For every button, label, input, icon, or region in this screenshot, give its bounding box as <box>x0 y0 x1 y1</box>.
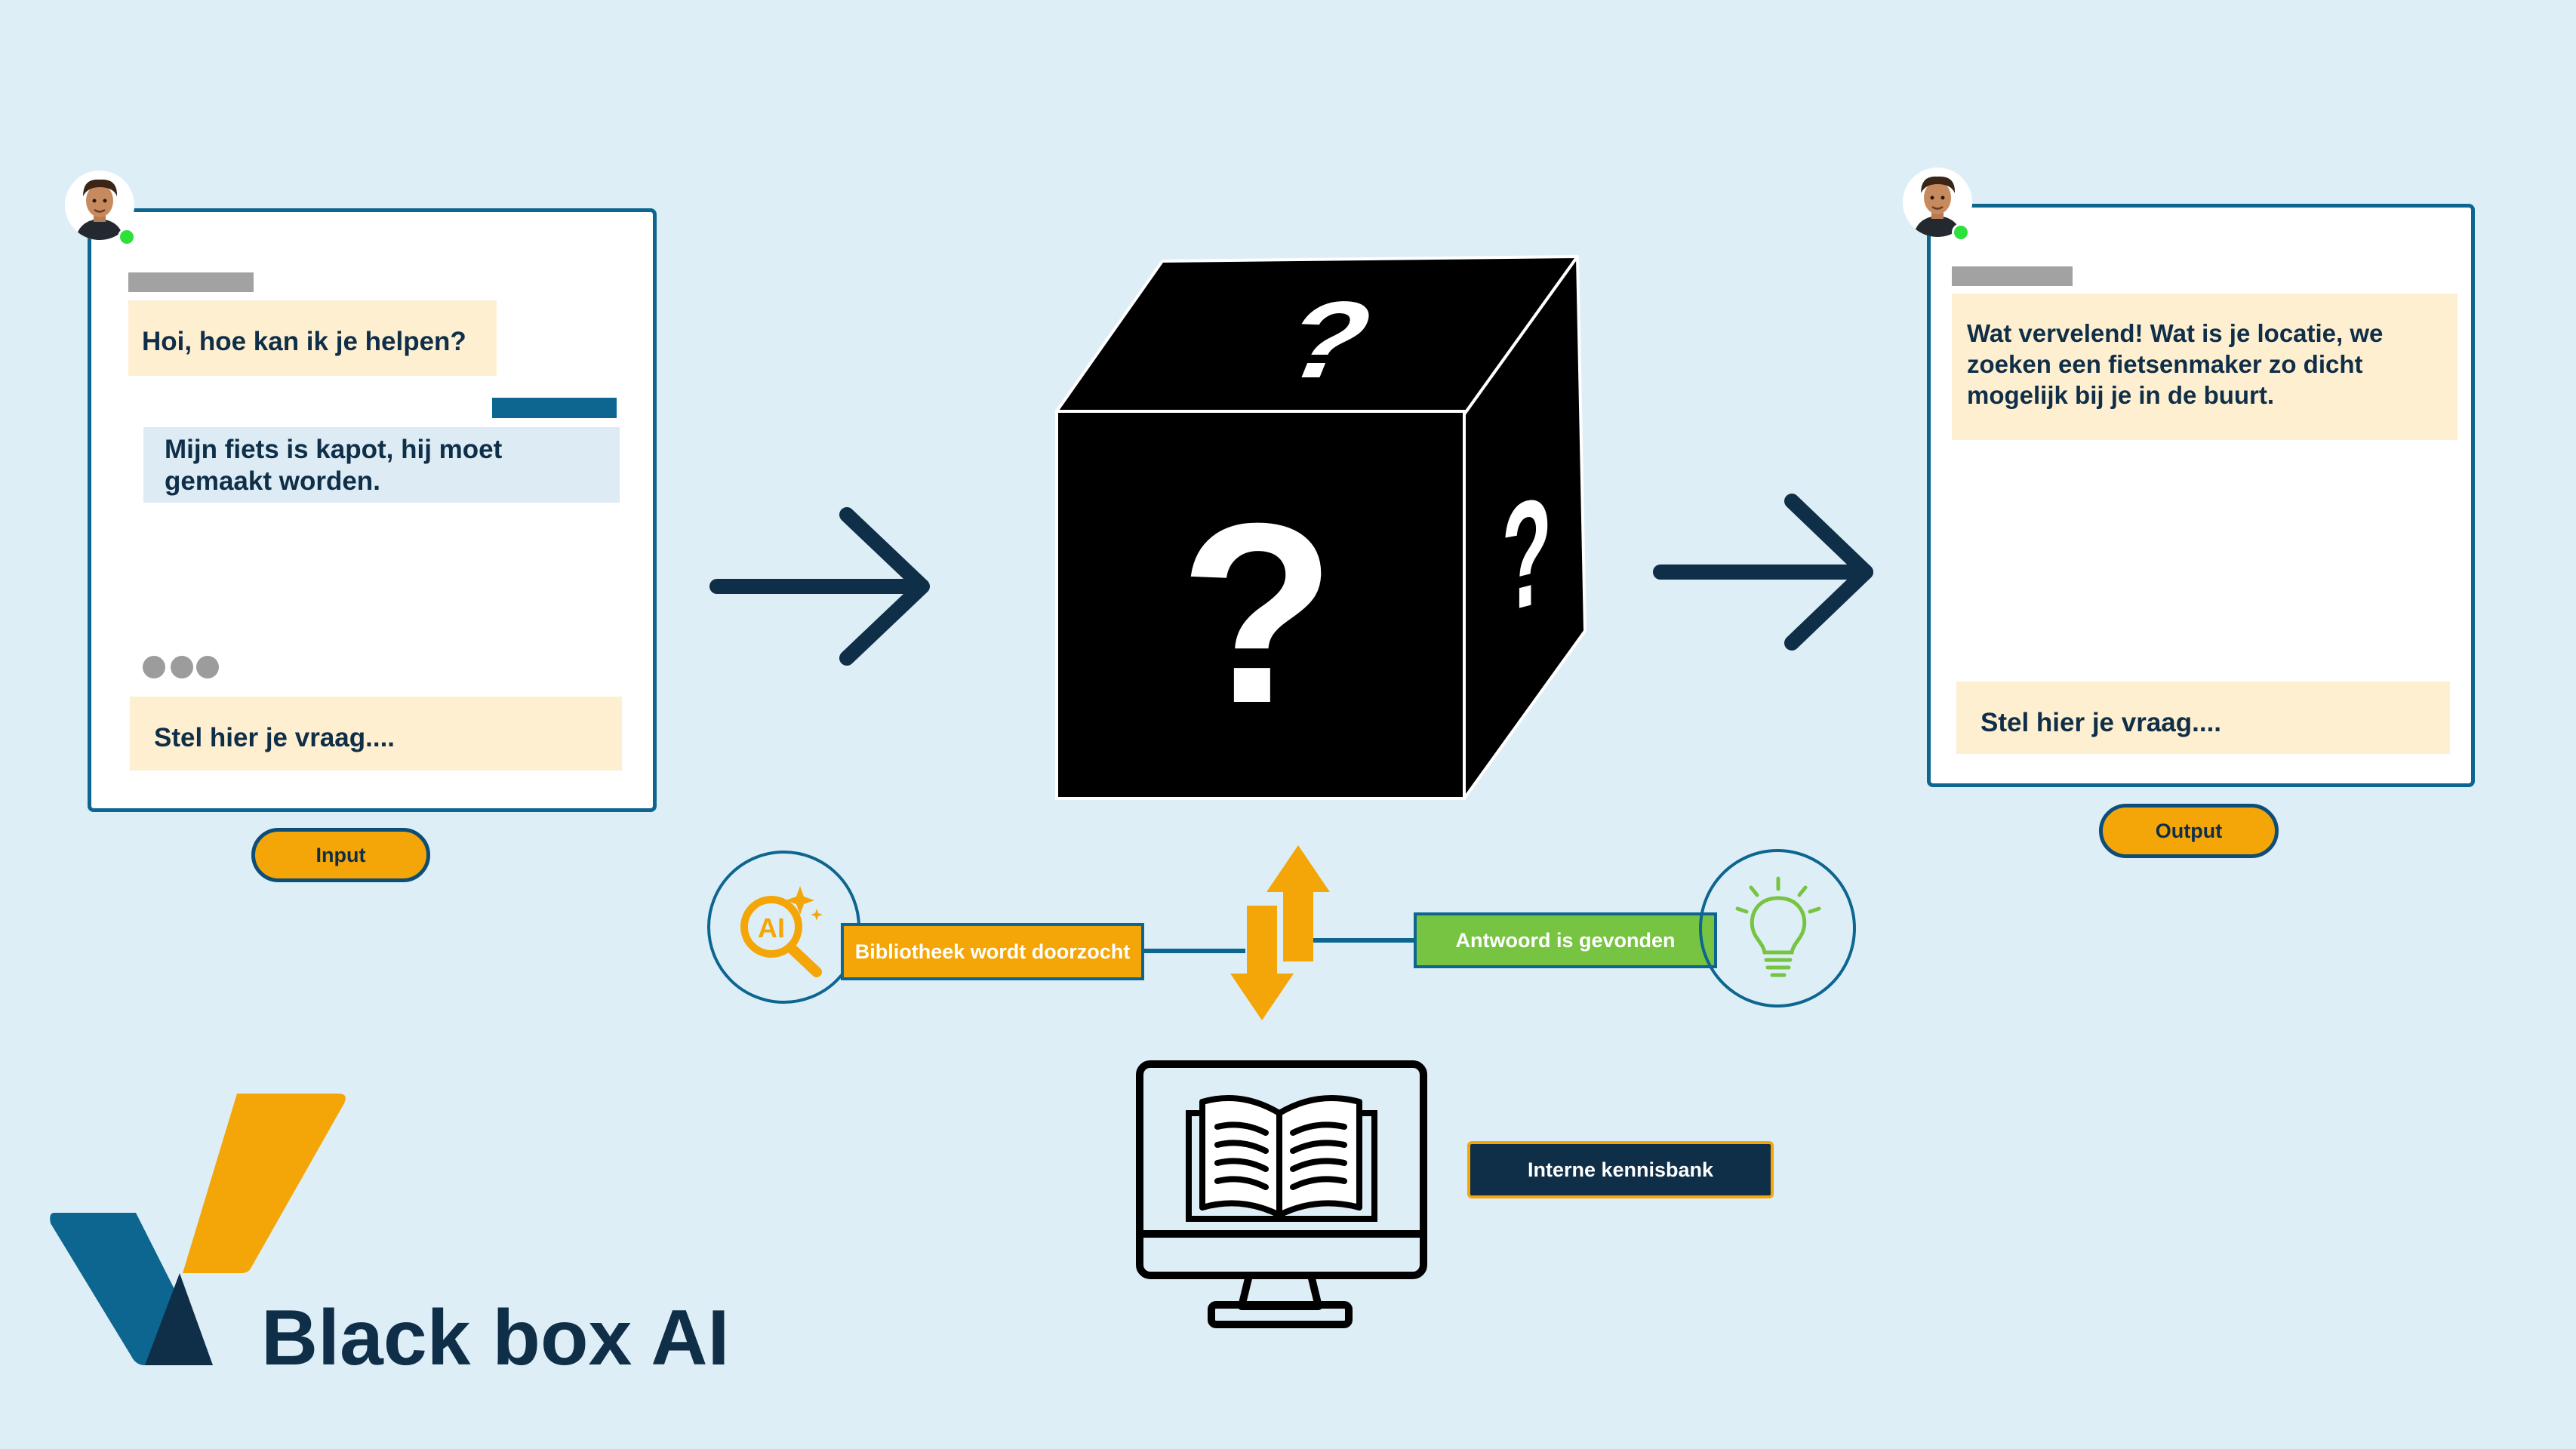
arrow-right-icon <box>709 507 930 666</box>
bot-name-placeholder-bar <box>1952 266 2073 286</box>
question-mark-front: ? <box>1179 470 1336 757</box>
computer-book-icon <box>1136 1060 1427 1328</box>
bot-greeting-bubble: Hoi, hoe kan ik je helpen? <box>128 300 497 376</box>
input-message-field[interactable]: Stel hier je vraag.... <box>130 697 622 771</box>
ai-search-icon: AI <box>740 886 823 977</box>
knowledge-base-label: Interne kennisbank <box>1467 1141 1774 1198</box>
lightbulb-icon <box>1735 876 1821 977</box>
connector-lines <box>1140 938 1426 953</box>
bot-name-placeholder-bar <box>128 272 254 292</box>
lightbulb-circle <box>1699 849 1856 1008</box>
online-indicator <box>1952 223 1970 242</box>
page-title: Black box AI <box>261 1294 730 1382</box>
input-label-pill: Input <box>251 828 430 882</box>
user-message-bubble: Mijn fiets is kapot, hij moet gemaakt wo… <box>143 427 620 503</box>
brand-logo-icon <box>50 1094 346 1365</box>
output-message-field[interactable]: Stel hier je vraag.... <box>1956 681 2450 754</box>
user-message-text: Mijn fiets is kapot, hij moet gemaakt wo… <box>165 435 503 496</box>
black-box-cube-icon: ? ? ? <box>1055 255 1587 800</box>
typing-dot-3 <box>196 656 219 678</box>
ai-search-icon-text: AI <box>758 912 785 943</box>
answer-status-label: Antwoord is gevonden <box>1414 912 1717 968</box>
output-label-pill: Output <box>2099 804 2279 858</box>
bot-reply-text: Wat vervelend! Wat is je locatie, we zoe… <box>1967 319 2384 409</box>
user-name-placeholder-bar <box>492 398 617 418</box>
sync-arrows-icon <box>1230 845 1330 1020</box>
typing-dot-2 <box>171 656 193 678</box>
arrow-right-icon <box>1653 494 1873 651</box>
input-placeholder-text: Stel hier je vraag.... <box>154 723 395 752</box>
search-status-label: Bibliotheek wordt doorzocht <box>841 923 1144 980</box>
output-placeholder-text: Stel hier je vraag.... <box>1980 708 2222 737</box>
bot-reply-bubble: Wat vervelend! Wat is je locatie, we zoe… <box>1952 294 2458 440</box>
typing-dot-1 <box>143 656 165 678</box>
input-avatar <box>65 171 134 240</box>
online-indicator <box>118 228 136 246</box>
bot-greeting-text: Hoi, hoe kan ik je helpen? <box>142 327 466 356</box>
question-mark-side: ? <box>1501 464 1552 645</box>
